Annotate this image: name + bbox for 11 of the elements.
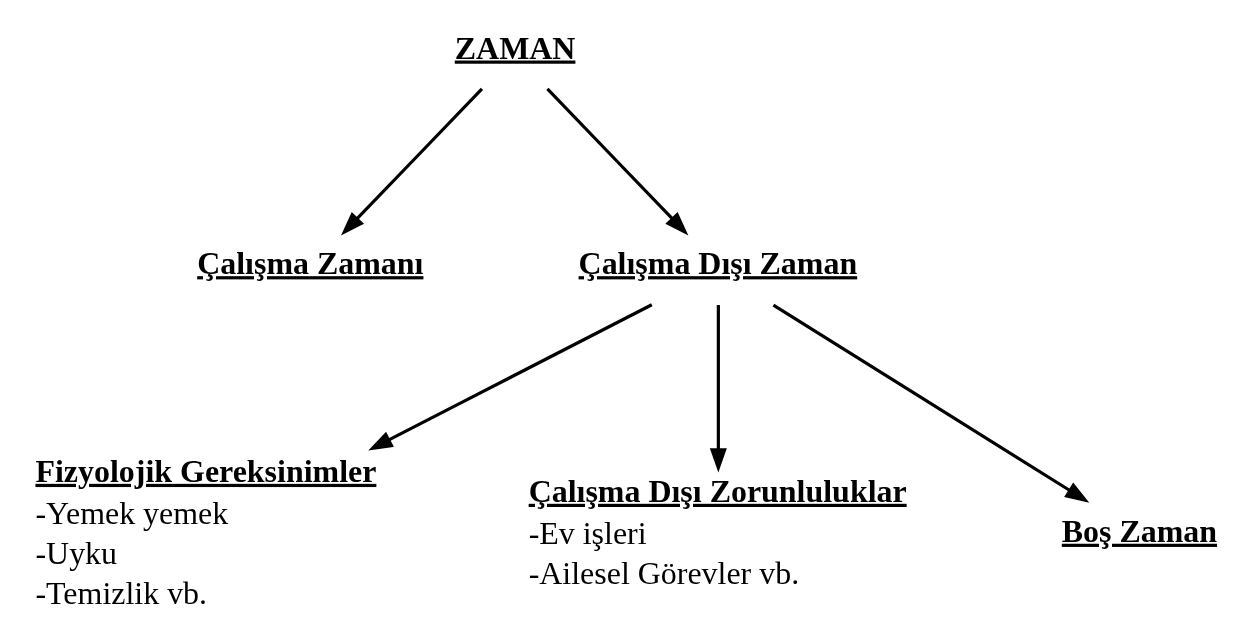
arrow (546, 87, 689, 236)
arrow (709, 305, 727, 473)
arrow (341, 87, 484, 236)
node-text: Boş Zaman (1061, 513, 1218, 549)
arrow (368, 303, 653, 451)
node-text: ZAMAN (454, 30, 576, 66)
node-text: Fizyolojik Gereksinimler -Yemek yemek -Uyku -Temizlik vb. (35, 453, 377, 611)
node-text: Çalışma Zamanı (197, 246, 424, 282)
node-text: Çalışma Dışı Zaman (578, 246, 858, 282)
arrow (772, 303, 1090, 503)
node-text: Çalışma Dışı Zorunluluklar -Ev işleri -Ailesel Görevler vb. (528, 473, 907, 591)
